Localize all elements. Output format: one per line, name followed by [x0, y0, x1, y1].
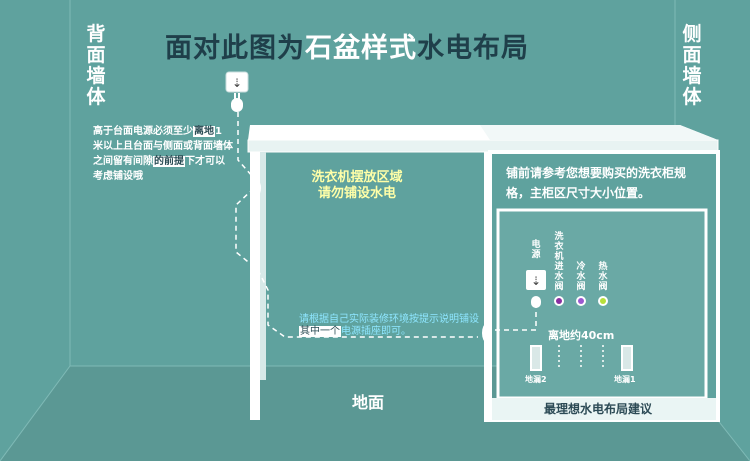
cabinet-socket-box: [526, 270, 546, 290]
wall-socket-box: [225, 71, 249, 93]
floor-label: 地面: [352, 393, 385, 412]
washer-area-line1: 洗衣机摆放区域: [311, 170, 403, 185]
washer-inlet-label: 洗衣机进水阀: [554, 232, 564, 292]
cabinet-top-panel: [492, 154, 716, 210]
hot-valve-icon: [600, 298, 606, 304]
drain2-label: 地漏2: [525, 375, 547, 384]
counter-leg-left: [250, 152, 260, 420]
wire-path-bottom: [257, 269, 478, 338]
wire-path-cabinet: [486, 300, 537, 331]
cabinet-outlet-icon: [482, 324, 490, 342]
cabinet-note: 铺前请参考您想要购买的洗衣柜规格，主柜区尺寸大小位置。: [506, 166, 687, 200]
leg-outlet-icon: [255, 181, 261, 195]
floor-edge-left: [0, 365, 71, 461]
install-note-highlight: 其中一个: [299, 326, 341, 337]
counter-leg-left-side: [260, 152, 266, 380]
socket-symbol: ⇣: [232, 76, 242, 90]
drain1-label: 地漏1: [614, 375, 636, 384]
cabinet-plug-icon: [531, 296, 541, 308]
title-part-1: 面对此图为: [165, 33, 305, 64]
plug-icon: [231, 98, 243, 112]
cabinet-socket-symbol: ⇣: [531, 274, 541, 288]
note-highlight: 离地: [193, 126, 215, 137]
cabinet-base: [492, 398, 716, 420]
cold-valve-label: 冷水阀: [576, 262, 586, 292]
install-note-text: 请根据自己实际装修环境按提示说明铺设: [299, 314, 479, 325]
note-text: 高于台面电源必须至少: [93, 126, 193, 137]
title-part-3: 水电布局: [417, 33, 529, 64]
power-label: 电源: [531, 240, 541, 260]
power-height-note: 高于台面电源必须至少离地1 米以上且台面与侧面或背面墙体之间留有间隙的前提下才可…: [93, 124, 233, 184]
page-title: 面对此图为石盆样式水电布局: [165, 26, 529, 65]
layout-suggestion-title: 最理想水电布局建议: [543, 402, 652, 416]
note-text: 下才可以考虑铺设哦: [93, 156, 225, 182]
hot-valve-label: 热水阀: [598, 262, 608, 292]
install-note-text: 电源插座即可。: [341, 326, 411, 337]
drain2-pipe-inner: [532, 347, 540, 369]
countertop-front: [247, 139, 719, 153]
washer-area-line2: 请勿铺设水电: [317, 186, 396, 201]
title-part-2: 石盆样式: [305, 33, 417, 64]
drain1-pipe-inner: [623, 347, 631, 369]
plug-pin-icon: [238, 93, 240, 99]
note-highlight: 的前提: [153, 156, 185, 167]
back-wall-label: 背面墙体: [86, 23, 106, 108]
side-wall-label: 侧面墙体: [682, 23, 702, 108]
cabinet-left-post: [484, 152, 492, 422]
note-text: 1 米以上且台面与侧面或背面墙体之间留有间隙: [93, 126, 233, 167]
wire-path-left: [235, 112, 259, 271]
cold-valve-icon: [578, 298, 584, 304]
install-note: 请根据自己实际装修环境按提示说明铺设其中一个电源插座即可。: [299, 314, 479, 338]
washer-valve-icon: [556, 298, 562, 304]
distance-label: 离地约40cm: [548, 329, 615, 342]
plug-pin-icon: [234, 93, 236, 99]
countertop-sink-area: [480, 125, 718, 140]
washer-area-label: 洗衣机摆放区域 请勿铺设水电: [292, 170, 422, 202]
